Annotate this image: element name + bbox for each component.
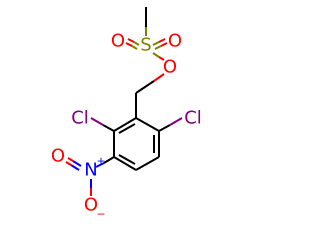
bond-layer — [65, 7, 183, 196]
bond-ester-oxygen-methylene-a — [153, 73, 165, 82]
atom-chlorine-left-label: Cl — [71, 108, 89, 129]
ring-inner-double-c1-c2 — [118, 123, 136, 134]
atom-nitro-oxygen-single-label: O — [84, 195, 98, 216]
bond-nitrogen-oxygen-double-b — [67, 157, 74, 162]
ring-bond-c4-c5 — [135, 156, 160, 171]
bond-ring-chlorine-right-chlorine-part — [169, 117, 183, 126]
bond-sulfur-oxygen-left-c — [131, 45, 138, 50]
bond-nitrogen-oxygen-double-c — [70, 164, 80, 171]
nitrogen-positive-charge: + — [96, 155, 105, 168]
ring-bond-c3-c4 — [113, 156, 137, 171]
bond-ring-nitrogen-carbon-part — [103, 156, 115, 164]
ring-bond-c6-c1 — [135, 117, 160, 132]
bond-ring-chlorine-left-chlorine-part — [90, 117, 104, 126]
bond-ring-chlorine-left-carbon-part — [102, 124, 115, 132]
bond-sulfur-ester-oxygen-a — [152, 52, 160, 58]
oxygen-negative-charge: − — [96, 208, 105, 221]
atom-nitro-nitrogen-label: N — [84, 160, 97, 181]
bond-sulfur-oxygen-right-c — [154, 45, 162, 50]
bond-ring-chlorine-right-carbon-part — [158, 124, 171, 132]
bond-ester-oxygen-methylene-b — [135, 80, 155, 94]
atom-nitro-oxygen-double-label: O — [51, 146, 65, 167]
atom-sulfur-label: S — [140, 35, 151, 56]
atom-ester-oxygen-label: O — [163, 57, 177, 78]
bond-sulfur-oxygen-right-a — [152, 41, 160, 46]
bond-sulfur-oxygen-left-b — [127, 38, 135, 43]
bond-sulfur-oxygen-right-d — [160, 42, 168, 47]
atom-chlorine-right-label: Cl — [184, 108, 202, 129]
bond-sulfur-oxygen-right-b — [158, 38, 166, 43]
molecule-structure-diagram: S O O O Cl Cl N + O O − — [50, 7, 202, 221]
ring-inner-double-c3-c4 — [118, 154, 136, 165]
bond-sulfur-ester-oxygen-b — [158, 56, 165, 61]
bond-sulfur-oxygen-left-a — [133, 41, 140, 46]
bond-nitrogen-oxygen-double-a — [72, 160, 82, 167]
ring-bond-c1-c2 — [113, 117, 137, 132]
bond-ring-nitrogen-nitrogen-part — [95, 162, 105, 168]
bond-sulfur-oxygen-left-d — [125, 42, 133, 47]
atom-label-layer: S O O O Cl Cl N + O O − — [51, 31, 202, 221]
molecule-svg: S O O O Cl Cl N + O O − — [51, 7, 202, 221]
atom-sulfonyl-oxygen-left-label: O — [111, 31, 125, 52]
bond-nitrogen-oxygen-double-d — [65, 161, 72, 166]
atom-sulfonyl-oxygen-right-label: O — [168, 31, 182, 52]
